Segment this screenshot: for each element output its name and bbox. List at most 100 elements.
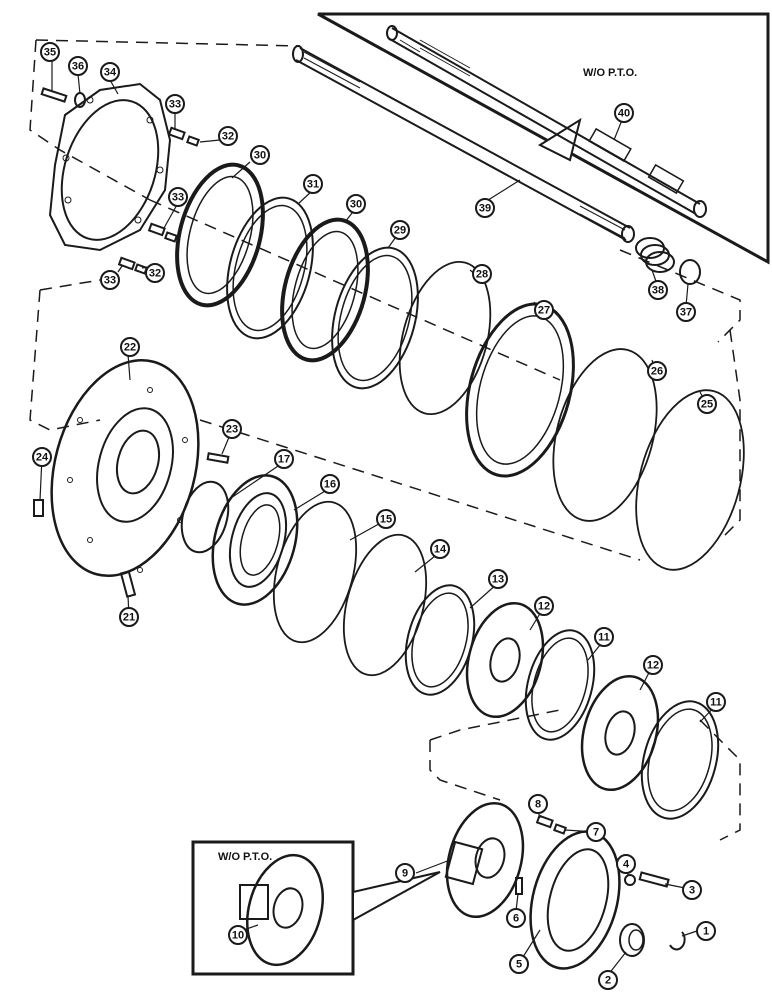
callout-label: 24 xyxy=(36,452,49,464)
top-group-right-dash xyxy=(149,199,561,381)
callout-27: 27 xyxy=(534,300,554,320)
callout-label: 3 xyxy=(689,885,695,897)
callout-circle xyxy=(40,42,60,62)
callout-label: 26 xyxy=(651,366,663,378)
callout-label: 4 xyxy=(623,859,630,871)
callout-label: 30 xyxy=(254,150,266,162)
callout-2: 2 xyxy=(598,970,618,990)
callout-34: 34 xyxy=(100,62,120,82)
pin-23 xyxy=(206,452,230,464)
callout-32: 32 xyxy=(218,126,238,146)
callout-circle xyxy=(303,174,323,194)
callout-circle xyxy=(614,103,634,123)
dowel-24 xyxy=(33,499,44,517)
ring-28 xyxy=(398,260,492,416)
callout-label: 23 xyxy=(226,424,238,436)
callout-40: 40 xyxy=(614,103,634,123)
bottom-group-dash xyxy=(429,740,501,801)
friction-disc-12b xyxy=(580,674,660,792)
callout-12: 12 xyxy=(643,655,663,675)
callout-3: 3 xyxy=(682,880,702,900)
callout-label: 12 xyxy=(647,660,659,672)
callout-label: 25 xyxy=(701,399,713,411)
callout-30: 30 xyxy=(250,145,270,165)
callout-11: 11 xyxy=(594,627,614,647)
callout-circle xyxy=(528,794,548,814)
retainer-5 xyxy=(529,830,621,970)
shaft-40 xyxy=(386,25,707,218)
callout-label: 27 xyxy=(538,305,550,317)
callout-circle xyxy=(594,627,614,647)
callout-16: 16 xyxy=(320,474,340,494)
callout-circle xyxy=(534,300,554,320)
callout-label: 37 xyxy=(680,307,692,319)
callout-circle xyxy=(145,263,165,283)
plate-29 xyxy=(331,246,419,390)
callout-33: 33 xyxy=(165,94,185,114)
ring-37 xyxy=(679,259,701,285)
callout-circle xyxy=(676,302,696,322)
callout-label: 11 xyxy=(710,697,722,709)
hub-9 xyxy=(444,801,525,919)
callout-label: 7 xyxy=(593,827,599,839)
housing-22 xyxy=(50,358,200,578)
ring-15 xyxy=(272,500,358,644)
callout-label: 8 xyxy=(535,799,541,811)
callout-circle xyxy=(506,908,526,928)
plate-11b xyxy=(640,700,720,820)
callout-23: 23 xyxy=(222,419,242,439)
plate-34 xyxy=(48,82,172,252)
callout-label: 38 xyxy=(652,285,664,297)
callout-32: 32 xyxy=(145,263,165,283)
callout-14: 14 xyxy=(430,539,450,559)
callout-circle xyxy=(68,56,88,76)
callout-circle xyxy=(648,280,668,300)
callout-circle xyxy=(706,692,726,712)
callout-24: 24 xyxy=(32,447,52,467)
friction-disc-30a xyxy=(175,162,265,308)
callout-36: 36 xyxy=(68,56,88,76)
callout-label: 16 xyxy=(324,479,336,491)
bearing-2 xyxy=(619,923,645,957)
callout-30: 30 xyxy=(346,194,366,214)
callout-label: 11 xyxy=(598,632,610,644)
callout-label: 29 xyxy=(394,225,406,237)
callout-33: 33 xyxy=(168,187,188,207)
callout-label: 6 xyxy=(513,913,519,925)
callout-21: 21 xyxy=(119,607,139,627)
callout-label: 30 xyxy=(350,199,362,211)
callout-circle xyxy=(390,220,410,240)
callout-label: 22 xyxy=(124,342,136,354)
callout-25: 25 xyxy=(697,394,717,414)
callout-circle xyxy=(346,194,366,214)
plate-31 xyxy=(226,196,314,340)
callout-circle xyxy=(222,419,242,439)
callout-5: 5 xyxy=(509,954,529,974)
callout-circle xyxy=(616,854,636,874)
callout-circle xyxy=(376,509,396,529)
callout-6: 6 xyxy=(506,908,526,928)
ring-25 xyxy=(635,389,745,571)
callout-label: 1 xyxy=(703,926,709,938)
callout-circle xyxy=(697,394,717,414)
callout-1: 1 xyxy=(696,921,716,941)
callout-label: 17 xyxy=(278,454,290,466)
callout-label: 32 xyxy=(149,268,161,280)
seal-17 xyxy=(180,480,230,554)
callout-circle xyxy=(643,655,663,675)
callout-label: 5 xyxy=(516,959,522,971)
callout-circle xyxy=(228,925,248,945)
callout-9: 9 xyxy=(395,863,415,883)
dashed-boundaries xyxy=(29,39,741,841)
callout-circle xyxy=(430,539,450,559)
callout-label: 39 xyxy=(479,203,491,215)
callout-26: 26 xyxy=(647,361,667,381)
callout-15: 15 xyxy=(376,509,396,529)
callout-circle xyxy=(509,954,529,974)
callout-31: 31 xyxy=(303,174,323,194)
callout-circle xyxy=(647,361,667,381)
top-group-left-dash xyxy=(29,39,151,201)
callout-8: 8 xyxy=(528,794,548,814)
callout-37: 37 xyxy=(676,302,696,322)
ring-14 xyxy=(342,533,428,677)
